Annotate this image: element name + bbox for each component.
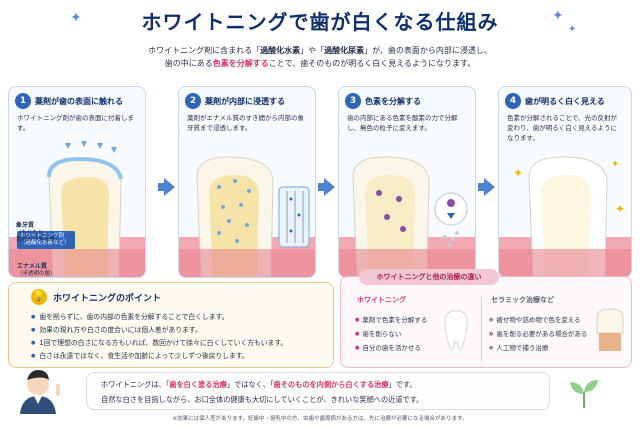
list-item: 自分の歯を活かせる [355, 341, 427, 355]
ceramic-column: 被せ物や詰め物で色を変える 歯を削る必要がある場合がある 人工物で補う治療 [489, 313, 587, 355]
column-divider [481, 297, 482, 361]
footnote: ※効果には個人差があります。妊娠中・授乳中の方、虫歯や歯周病がある方は、先に治療… [172, 416, 468, 422]
tooth-pigment-breakdown-illustration [339, 156, 475, 277]
list-item: 1回で理想の白さになる方もいれば、数回かけて徐々に白くしていく方もいます。 [31, 337, 287, 350]
arrow-stem [478, 183, 486, 191]
step-title: 薬剤が内部に浸透する [205, 96, 285, 106]
list-item: 歯を削らずに、歯の内部の色素を分解することで白くします。 [31, 311, 287, 324]
list-item: 白さは永遠ではなく、食生活や加齢によって少しずつ後戻りします。 [31, 350, 287, 363]
step-card-1: 1 薬剤が歯の表面に触れる ホワイトニング剤が歯の表面に付着します。 ホワイトニ… [8, 86, 146, 278]
tooth-surface-illustration [9, 141, 145, 277]
arrow-stem [318, 183, 326, 191]
step-description: 薬剤がエナメル質のすき間から内部の象牙質まで浸透します。 [187, 114, 304, 132]
dentin-label: 象牙質（もともと黄色みがある層） [16, 222, 61, 243]
step-description: ホワイトニング剤が歯の表面に付着します。 [17, 114, 134, 132]
lightbulb-icon: 💡 [31, 289, 47, 305]
sparkle-icon: ✦ [568, 24, 577, 35]
step-title: 歯が明るく白く見える [525, 96, 605, 106]
summary-box: ホワイトニングは、「歯を白く塗る治療」ではなく、「歯そのものを内側から白くする治… [86, 372, 550, 410]
comparison-title: ホワイトニングと他の治療の違い [359, 269, 499, 285]
step-description: 歯の内部にある色素を酸素の力で分解し、無色の粒子に変えます。 [347, 114, 458, 132]
whitening-column-title: ホワイトニング [357, 296, 406, 304]
step-number: 1 [15, 93, 31, 109]
step-number: 3 [345, 93, 361, 109]
list-item: 効果の現れ方や白さの度合いには個人差があります。 [31, 324, 287, 337]
points-title: ホワイトニングのポイント [53, 294, 162, 304]
intro-text: ホワイトニング剤に含まれる「過酸化水素」や「過酸化尿素」が、歯の表面から内部に浸… [148, 46, 492, 68]
tooth-penetration-illustration [179, 156, 315, 277]
ceramic-column-title: セラミック治療など [491, 296, 554, 304]
list-item: 歯を削らない [355, 327, 427, 341]
sparkle-icon: ✦ [70, 10, 82, 26]
sprout-icon [570, 380, 598, 408]
list-item: 歯を削る必要がある場合がある [489, 327, 587, 341]
step-title: 色素を分解する [365, 96, 421, 106]
list-item: 被せ物や詰め物で色を変える [489, 313, 587, 327]
step-number: 4 [505, 93, 521, 109]
arrow-right-icon [324, 178, 335, 196]
tooth-icon [444, 310, 468, 351]
enamel-label: エナメル質（半透明の層） [17, 263, 56, 277]
svg-text:✦: ✦ [513, 166, 523, 180]
svg-text:✦: ✦ [615, 202, 625, 216]
whitening-column: 薬剤で色素を分解する 歯を削らない 自分の歯を活かせる [355, 313, 427, 355]
svg-text:✦: ✦ [611, 159, 619, 170]
arrow-stem [158, 183, 166, 191]
arrow-right-icon [484, 178, 495, 196]
arrow-right-icon [164, 178, 175, 196]
step-card-2: 2 薬剤が内部に浸透する 薬剤がエナメル質のすき間から内部の象牙質まで浸透します… [178, 86, 316, 278]
comparison-panel: ホワイトニングと他の治療の違い ホワイトニング 薬剤で色素を分解する 歯を削らな… [340, 269, 632, 368]
list-item: 薬剤で色素を分解する [355, 313, 427, 327]
white-tooth-illustration: ✦ ✦ ✦ [499, 156, 631, 277]
page-title: ホワイトニングで歯が白くなる仕組み [141, 10, 499, 34]
sparkle-icon: ✦ [552, 8, 564, 24]
step-description: 色素が分解されることで、光の反射が変わり、歯が明るく白く見えるようになります。 [507, 114, 618, 142]
step-number: 2 [185, 93, 201, 109]
ceramic-crown-icon [596, 308, 624, 351]
list-item: 人工物で補う治療 [489, 341, 587, 355]
agent-label: ホワイトニング剤（過酸化水素など） [17, 231, 75, 249]
step-card-4: 4 歯が明るく白く見える 色素が分解されることで、光の反射が変わり、歯が明るく白… [498, 86, 632, 278]
step-title: 薬剤が歯の表面に触れる [35, 96, 123, 106]
points-panel: 💡 ホワイトニングのポイント 歯を削らずに、歯の内部の色素を分解することで白くし… [8, 282, 334, 368]
step-card-3: 3 色素を分解する 歯の内部にある色素を酸素の力で分解し、無色の粒子に変えます。 [338, 86, 476, 278]
dentist-avatar [20, 370, 60, 414]
